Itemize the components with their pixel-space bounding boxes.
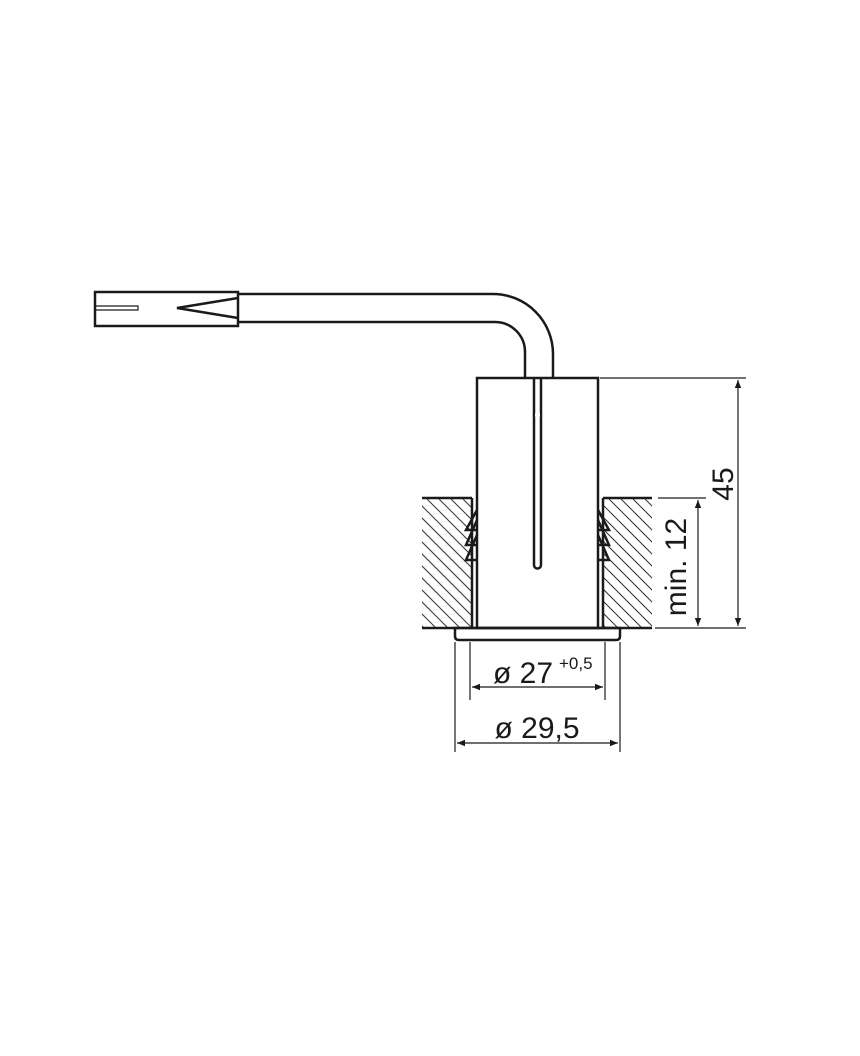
hatch-line [604,529,652,579]
teeth-left [463,509,479,562]
hatch-line [426,499,472,545]
hatch-line [282,498,412,628]
min-depth-label: min. 12 [660,518,693,616]
dimension-flange-diameter: ø 29,5 [454,642,621,752]
teeth-right [596,509,612,562]
hatch-line [422,565,472,617]
hatch-line [422,541,472,593]
hatch-line [464,498,594,628]
hatch-line [438,499,472,533]
hatch-line [450,499,472,521]
cable [238,292,555,378]
hatch-line [422,517,472,569]
hatching-left [282,498,604,628]
hatch-line [422,577,472,627]
hatch-line [422,505,472,557]
hatch-line [604,517,652,567]
hatch-line [604,577,652,627]
connector-plug [93,290,240,328]
flange-diameter-label: ø 29,5 [494,712,579,745]
flange [453,626,622,642]
hatch-line [422,553,472,605]
hole-diameter-label: ø 27 [493,657,553,690]
dimension-min-depth: min. 12 [658,497,706,626]
hatch-line [474,498,604,628]
hatch-line [632,499,652,519]
hole-tolerance-label: +0,5 [559,654,593,673]
hatch-line [422,613,436,627]
hatch-line [604,601,630,627]
hatch-line [604,505,652,555]
hatch-line [604,541,652,591]
hatch-line [604,589,642,627]
hatch-line [604,553,652,603]
dimension-hole-diameter: ø 27 +0,5 [469,642,606,700]
hatch-line [422,625,424,627]
hatch-line [422,589,460,627]
hatching-right [464,498,652,628]
hatch-line [422,601,448,627]
hatch-line [620,499,652,531]
hatch-line [462,499,472,509]
dimension-height: 45 [600,377,746,629]
housing [453,376,622,642]
hatch-line [608,499,652,543]
hatch-line [422,529,472,581]
height-label: 45 [707,467,740,500]
hatch-line [604,565,652,615]
